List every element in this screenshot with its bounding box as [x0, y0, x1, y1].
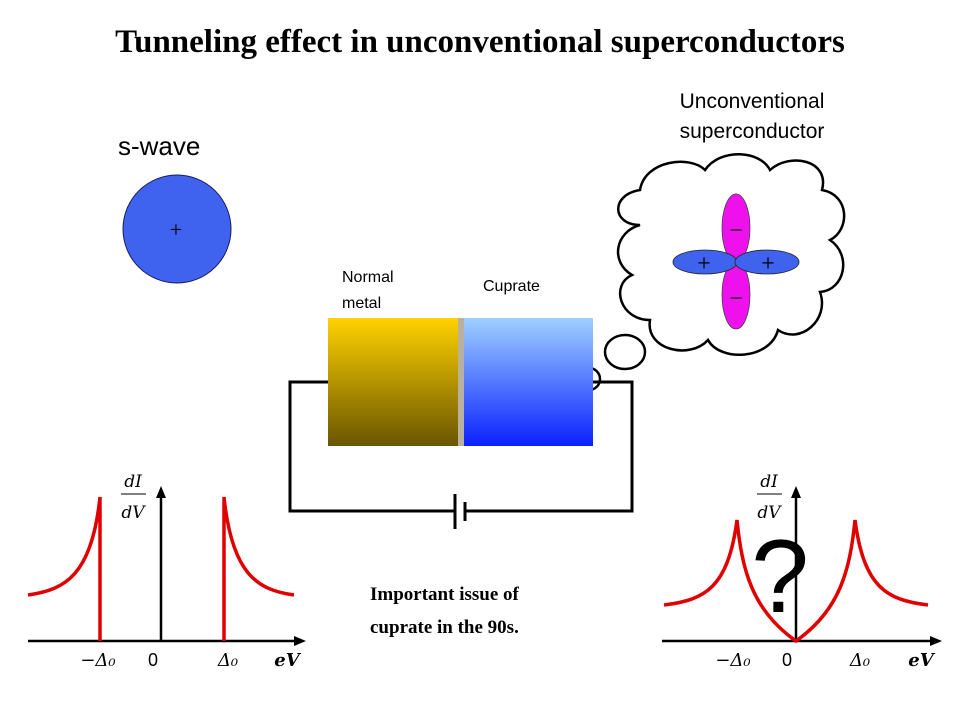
swave-label: s-wave: [118, 131, 200, 161]
right-plot-curve: [663, 519, 929, 644]
dwave-sign-bottom: −: [729, 286, 743, 312]
left-plot: dI dV −Δ₀ 0 Δ₀ eV: [27, 472, 306, 671]
dwave-sign-top: −: [729, 218, 743, 244]
right-plot-xlabel: eV: [908, 650, 935, 671]
left-plot-ylabel-num: dI: [124, 472, 142, 492]
right-plot-x-arrow: [930, 636, 942, 646]
right-plot-tick-zero: 0: [782, 650, 792, 670]
swave-circle: [122, 174, 232, 284]
thought-cloud: [555, 153, 846, 408]
left-plot-curve: [27, 496, 295, 641]
thought-bubble-large: [603, 333, 647, 371]
note-line2: cuprate in the 90s.: [370, 617, 519, 638]
left-plot-tick-neg: −Δ₀: [80, 650, 115, 671]
right-plot-ylabel-den: dV: [757, 503, 782, 523]
normal-metal-block: [328, 318, 458, 446]
cuprate-label: Cuprate: [483, 278, 540, 295]
unconventional-label-line2: superconductor: [680, 120, 825, 143]
dwave-clover: − − + +: [672, 193, 800, 330]
left-plot-ylabel-den: dV: [121, 503, 146, 523]
page-title: Tunneling effect in unconventional super…: [115, 24, 845, 60]
right-plot-question: ?: [751, 519, 809, 635]
circuit-wire-left: [288, 380, 455, 513]
circuit-wire-right: [465, 380, 634, 513]
circuit: [288, 380, 634, 529]
left-plot-tick-zero: 0: [148, 650, 158, 670]
unconventional-label-line1: Unconventional: [680, 90, 825, 113]
barrier-layer: [458, 318, 464, 446]
right-plot-ylabel-num: dI: [760, 472, 778, 492]
dwave-sign-right: +: [761, 251, 775, 277]
left-plot-x-arrow: [294, 636, 306, 646]
left-curve-pos-branch: [222, 496, 295, 641]
right-plot-tick-pos: Δ₀: [849, 650, 870, 671]
cuprate-block: [464, 318, 593, 446]
left-plot-xlabel: eV: [274, 650, 301, 671]
note-line1: Important issue of: [370, 584, 520, 605]
normal-metal-label-line2: metal: [342, 295, 381, 312]
dwave-sign-left: +: [697, 251, 711, 277]
right-plot-y-arrow: [791, 486, 801, 498]
left-plot-tick-pos: Δ₀: [217, 650, 238, 671]
left-plot-y-arrow: [156, 486, 166, 498]
dwave-lobe-right: [734, 249, 800, 275]
left-curve-neg-branch: [27, 496, 102, 641]
right-plot-tick-neg: −Δ₀: [715, 650, 750, 671]
right-plot: dI dV ? −Δ₀ 0 Δ₀ eV: [662, 472, 942, 671]
swave-sign: +: [170, 217, 182, 242]
normal-metal-label-line1: Normal: [342, 269, 394, 286]
